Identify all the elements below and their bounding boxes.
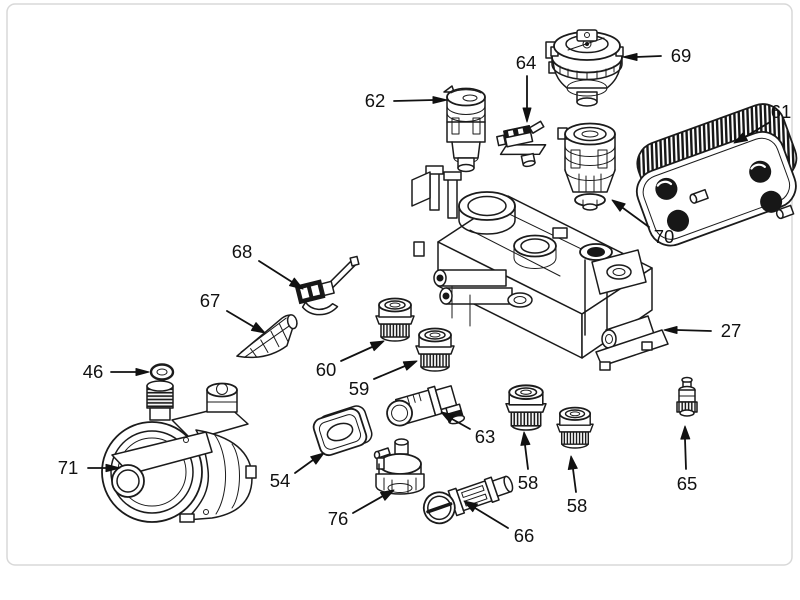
- part-27-hydraulic-manifold: [411, 165, 669, 371]
- callout-58b-arrow: [572, 468, 577, 493]
- callout-58b-label: 58: [567, 495, 588, 516]
- callout-66-arrowhead: [463, 500, 478, 513]
- callout-66-arrow: [474, 507, 509, 529]
- part-46-o-ring: [149, 363, 175, 381]
- callout-59: 59: [349, 360, 418, 399]
- callout-65: 65: [677, 425, 698, 494]
- callout-54-label: 54: [270, 470, 291, 491]
- callout-71-arrowhead: [105, 463, 121, 473]
- part-60-pipe-fitting: [375, 297, 415, 342]
- callout-27: 27: [663, 320, 742, 341]
- part-62-filter-cartridge: [443, 85, 486, 173]
- callout-59-label: 59: [349, 378, 370, 399]
- callout-54-arrowhead: [310, 452, 325, 465]
- callout-71-label: 71: [58, 457, 79, 478]
- callout-68-arrowhead: [289, 277, 304, 290]
- callout-58b: 58: [567, 455, 588, 516]
- callout-70-arrow: [622, 207, 650, 228]
- callout-54-arrow: [294, 459, 314, 474]
- callout-63-arrowhead: [440, 411, 455, 423]
- callout-54: 54: [270, 452, 325, 491]
- part-63-angled-fitting: [386, 385, 466, 427]
- callout-71: 71: [58, 457, 121, 478]
- callout-58a: 58: [518, 431, 539, 493]
- part-54-flange-gasket: [312, 405, 373, 457]
- callout-46-label: 46: [83, 361, 104, 382]
- part-69-actuator-head: [545, 29, 624, 107]
- callout-70-arrowhead: [611, 199, 626, 212]
- callout-69-arrow: [635, 55, 662, 58]
- part-66-valve-cartridge: [422, 475, 514, 525]
- callout-59-arrowhead: [402, 360, 418, 371]
- part-58a-pipe-fitting: [505, 384, 547, 431]
- callout-60-label: 60: [316, 359, 337, 380]
- callout-60-arrowhead: [369, 340, 385, 352]
- part-76-air-vent: [373, 438, 425, 495]
- callout-62-arrow: [393, 99, 435, 102]
- callout-64-arrowhead: [522, 107, 532, 123]
- part-67-filter-strainer: [236, 314, 298, 359]
- callout-66-label: 66: [514, 525, 535, 546]
- callout-46-arrowhead: [135, 368, 150, 376]
- callout-67: 67: [200, 290, 266, 334]
- callout-59-arrow: [373, 365, 406, 380]
- callout-61-label: 61: [771, 101, 792, 122]
- callout-61-arrowhead: [733, 132, 748, 144]
- callout-64: 64: [516, 52, 537, 123]
- part-58b-pipe-fitting: [556, 406, 594, 449]
- callout-63-label: 63: [475, 426, 496, 447]
- callout-64-label: 64: [516, 52, 537, 73]
- callout-68-label: 68: [232, 241, 253, 262]
- callout-27-arrow: [676, 329, 712, 332]
- callout-69-label: 69: [671, 45, 692, 66]
- callout-61-arrow: [744, 121, 771, 138]
- callout-76-arrowhead: [380, 489, 395, 501]
- callout-65-label: 65: [677, 473, 698, 494]
- callout-68-arrow: [258, 260, 293, 283]
- part-59-pipe-fitting: [415, 327, 455, 372]
- callout-58b-arrowhead: [567, 455, 578, 470]
- part-71-pump: [101, 380, 257, 523]
- callout-76-label: 76: [328, 508, 349, 529]
- part-64-micro-switch: [496, 120, 547, 168]
- part-70-diverter-cartridge: [557, 122, 616, 211]
- callout-27-arrowhead: [663, 326, 678, 334]
- callout-70-label: 70: [654, 226, 675, 247]
- callout-60: 60: [316, 340, 385, 380]
- callout-27-label: 27: [721, 320, 742, 341]
- callout-62: 62: [365, 90, 448, 111]
- callout-76: 76: [328, 489, 395, 529]
- callout-69-arrowhead: [622, 53, 638, 61]
- part-61-plate-heat-exchanger: [635, 103, 798, 247]
- callout-65-arrowhead: [680, 425, 691, 440]
- callout-58a-arrow: [524, 444, 529, 470]
- part-68-retaining-clip: [294, 255, 360, 316]
- callout-69: 69: [622, 45, 692, 66]
- callout-68: 68: [232, 241, 304, 290]
- callout-58a-label: 58: [518, 472, 539, 493]
- callout-58a-arrowhead: [520, 431, 531, 446]
- callout-61: 61: [733, 101, 792, 144]
- part-65-bypass-valve: [676, 376, 698, 417]
- callout-63-arrow: [451, 418, 471, 430]
- callout-46: 46: [83, 361, 150, 382]
- callout-62-label: 62: [365, 90, 386, 111]
- callout-63: 63: [440, 411, 496, 447]
- callout-70: 70: [611, 199, 675, 247]
- callout-67-arrow: [226, 310, 255, 328]
- callout-62-arrowhead: [432, 96, 448, 104]
- callout-67-label: 67: [200, 290, 221, 311]
- callout-60-arrow: [340, 346, 373, 362]
- callout-65-arrow: [684, 438, 687, 470]
- callout-66: 66: [463, 500, 535, 546]
- callout-67-arrowhead: [250, 322, 266, 334]
- callout-76-arrow: [352, 495, 384, 514]
- page-border: [6, 3, 793, 566]
